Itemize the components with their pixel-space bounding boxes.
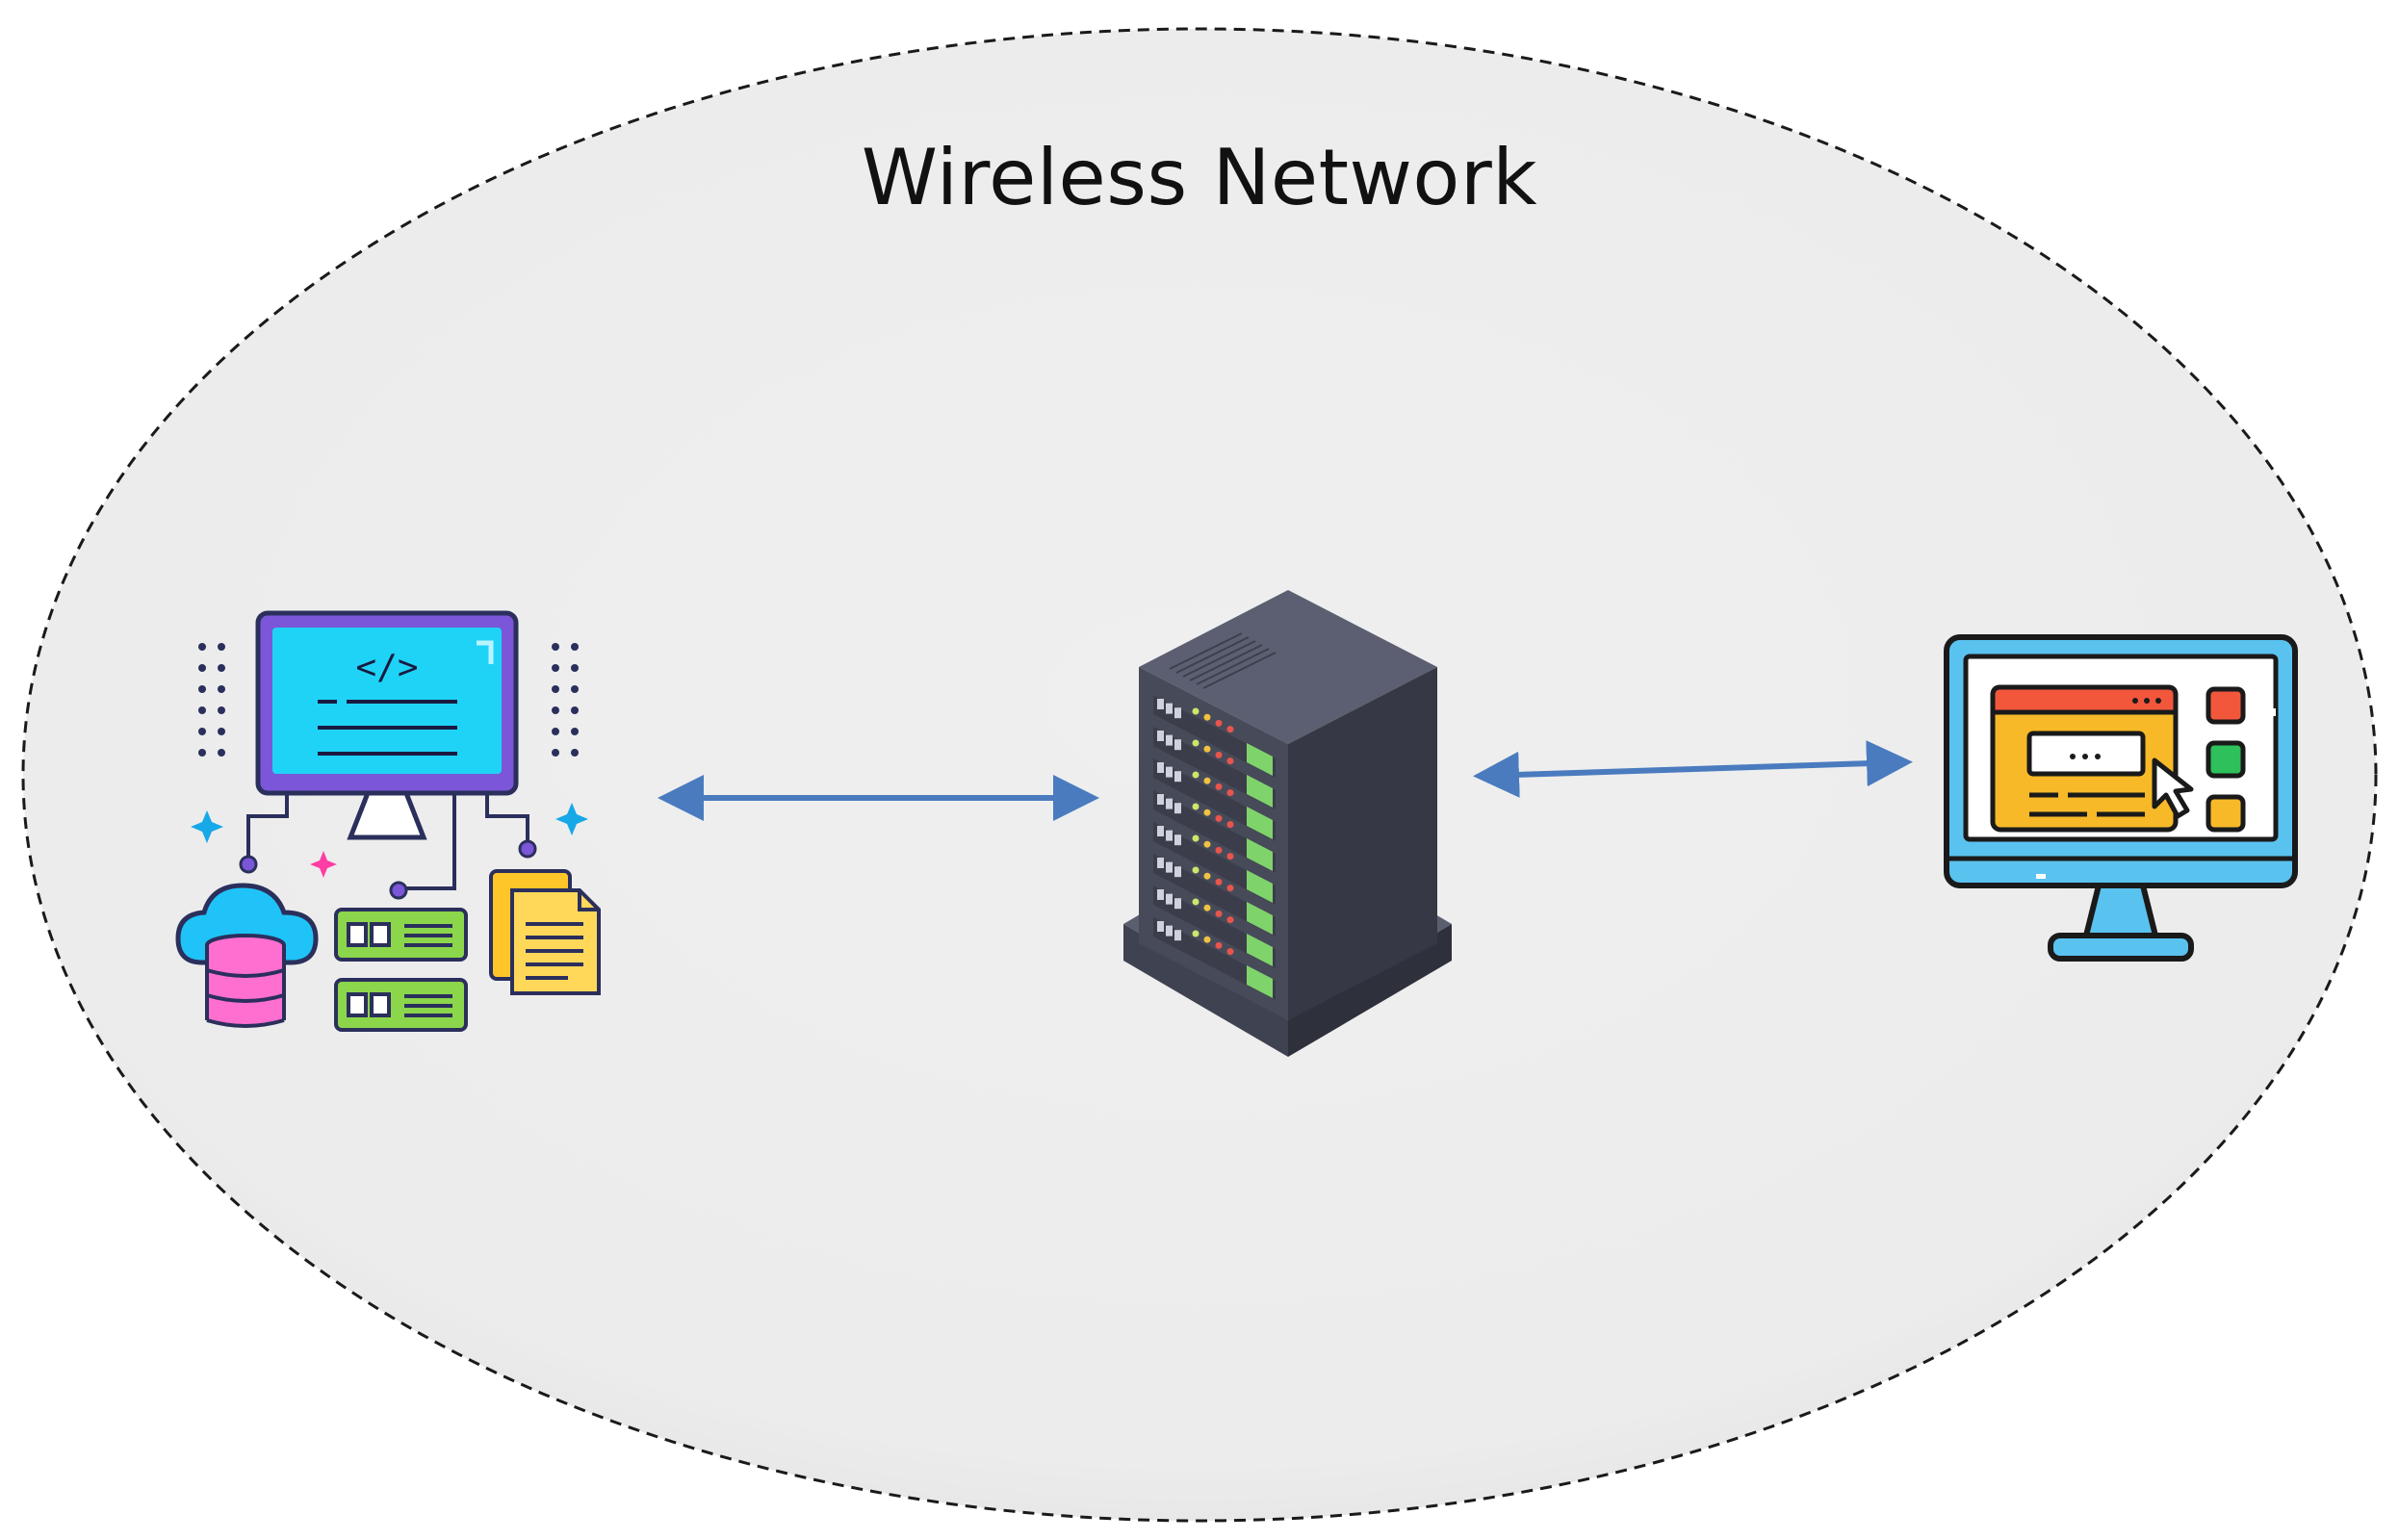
sparkle-icon: [191, 810, 223, 843]
drive-module: [1247, 807, 1273, 839]
status-led: [1203, 777, 1211, 784]
drive-bay: [1174, 898, 1181, 910]
drive-bay: [1157, 826, 1164, 836]
server-blocks-icon: [334, 908, 468, 1032]
drive-module: [1247, 743, 1273, 776]
status-led: [1215, 719, 1223, 727]
rack-unit: [1153, 917, 1276, 1000]
drive-bay: [1166, 766, 1173, 778]
drive-module: [1247, 965, 1273, 998]
drive-bay: [1157, 762, 1164, 773]
monitor-icon: </>: [255, 610, 519, 840]
code-computer-data-icon: </>: [175, 610, 601, 1032]
drive-module: [1247, 934, 1273, 966]
drive-bay: [1157, 889, 1164, 900]
rack-unit: [1153, 727, 1276, 809]
drive-bay: [1174, 866, 1181, 878]
status-led: [1192, 898, 1200, 906]
sparkle-icon: [555, 803, 588, 835]
rack-unit: [1153, 854, 1276, 937]
drive-bay: [1174, 771, 1181, 783]
documents-icon: [489, 869, 601, 995]
drive-module: [1247, 870, 1273, 903]
status-led: [1215, 783, 1223, 790]
status-led: [1203, 745, 1211, 753]
status-led: [1203, 904, 1211, 911]
status-led: [1226, 853, 1234, 860]
drive-bay: [1166, 798, 1173, 809]
status-led: [1192, 707, 1200, 715]
rack-unit: [1153, 758, 1276, 841]
rack-unit: [1153, 790, 1276, 873]
rack-unit: [1153, 695, 1276, 778]
status-led: [1203, 872, 1211, 880]
dot-grid-left-icon: [198, 643, 225, 757]
status-led: [1192, 739, 1200, 747]
status-led: [1215, 941, 1223, 949]
status-led: [1226, 726, 1234, 733]
status-led: [1226, 789, 1234, 797]
drive-bay: [1166, 734, 1173, 746]
status-led: [1203, 713, 1211, 721]
dot-grid-right-icon: [552, 643, 579, 757]
drive-bay: [1174, 739, 1181, 751]
status-led: [1192, 930, 1200, 937]
status-led: [1192, 834, 1200, 842]
web-browser-monitor-icon: [1944, 634, 2298, 962]
status-led: [1192, 866, 1200, 874]
status-led: [1226, 885, 1234, 892]
status-led: [1226, 916, 1234, 924]
rack-unit: [1153, 822, 1276, 905]
drive-bay: [1174, 930, 1181, 941]
status-led: [1203, 840, 1211, 848]
status-led: [1226, 948, 1234, 956]
drive-module: [1247, 838, 1273, 871]
drive-bay: [1174, 803, 1181, 814]
drive-bay: [1166, 861, 1173, 873]
rack-units: [1153, 695, 1276, 1000]
drive-bay: [1166, 893, 1173, 905]
cursor-icon: [2152, 757, 2194, 819]
drive-bay: [1166, 703, 1173, 714]
server-rack-icon: [1123, 590, 1452, 1057]
link-server-client: [1473, 740, 1913, 798]
drive-bay: [1157, 699, 1164, 709]
drive-bay: [1157, 731, 1164, 741]
status-led: [1192, 771, 1200, 779]
cloud-database-icon: [175, 883, 319, 1028]
rack-unit: [1153, 886, 1276, 968]
drive-bay: [1174, 834, 1181, 846]
status-led: [1226, 757, 1234, 765]
drive-module: [1247, 902, 1273, 935]
drive-bay: [1157, 858, 1164, 868]
status-led: [1203, 808, 1211, 816]
svg-text:</>: </>: [355, 648, 418, 687]
sparkle-icon: [310, 851, 337, 878]
status-led: [1215, 878, 1223, 886]
drive-module: [1247, 775, 1273, 808]
drive-bay: [1157, 794, 1164, 805]
diagram-title: Wireless Network: [861, 133, 1538, 222]
status-led: [1215, 751, 1223, 758]
drive-bay: [1157, 921, 1164, 932]
status-led: [1215, 814, 1223, 822]
status-led: [1215, 846, 1223, 854]
status-led: [1215, 910, 1223, 917]
status-led: [1203, 936, 1211, 943]
status-led: [1192, 803, 1200, 810]
drive-bay: [1174, 707, 1181, 719]
status-led: [1226, 821, 1234, 829]
drive-bay: [1166, 830, 1173, 841]
drive-bay: [1166, 925, 1173, 937]
